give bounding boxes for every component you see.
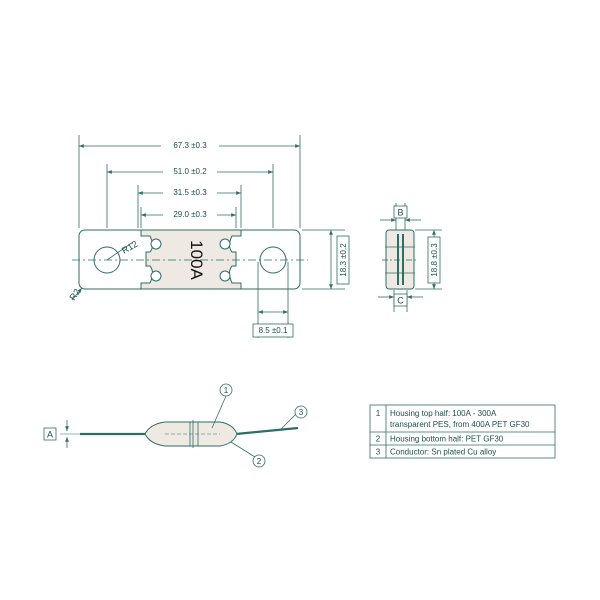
legend-table bbox=[369, 404, 556, 459]
rivet-hole bbox=[219, 270, 231, 282]
callout-1 bbox=[219, 383, 233, 397]
callout-3 bbox=[294, 405, 308, 419]
rivet-hole bbox=[150, 238, 162, 250]
legend-row-3-text: Conductor: Sn plated Cu alloy bbox=[390, 448, 496, 457]
profile-view bbox=[60, 395, 299, 458]
fuse-rating-text: 100A bbox=[187, 240, 206, 280]
dim-51-0: 51.0 ±0.2 bbox=[173, 167, 207, 176]
r12-leader bbox=[106, 241, 134, 261]
label-b: B bbox=[397, 208, 403, 218]
r2-leader bbox=[71, 287, 83, 301]
r2-label: R2 bbox=[67, 287, 82, 302]
dim-29-0: 29.0 ±0.3 bbox=[173, 210, 207, 219]
housing-body bbox=[140, 229, 242, 290]
legend-row-2-num: 2 bbox=[376, 435, 381, 444]
label-c: C bbox=[397, 296, 404, 306]
legend-row-1-line-1: Housing top half: 100A - 300A bbox=[390, 409, 497, 418]
legend-row-3-num: 3 bbox=[376, 448, 381, 457]
legend-row-2-text: Housing bottom half: PET GF30 bbox=[390, 435, 504, 444]
rivet-hole bbox=[219, 238, 231, 250]
callout-2-num: 2 bbox=[257, 457, 262, 466]
legend-row-1-num: 1 bbox=[376, 409, 381, 418]
dim-18-3: 18.3 ±0.2 bbox=[339, 243, 348, 277]
dim-31-5: 31.5 ±0.3 bbox=[173, 188, 207, 197]
top-view bbox=[71, 229, 308, 301]
rivet-hole bbox=[150, 270, 162, 282]
dim-67-3: 67.3 ±0.3 bbox=[173, 141, 207, 150]
label-b-box bbox=[393, 205, 408, 219]
dim-8-5: 8.5 ±0.1 bbox=[259, 326, 288, 335]
legend-row-1-line-2: transparent PES, from 400A PET GF30 bbox=[390, 420, 530, 429]
callout-2 bbox=[252, 454, 266, 468]
label-c-box bbox=[393, 293, 408, 307]
label-a: A bbox=[47, 430, 53, 440]
callout-3-num: 3 bbox=[299, 408, 304, 417]
callout-1-num: 1 bbox=[224, 386, 229, 395]
side-view bbox=[378, 203, 442, 312]
dim-18-8: 18.8 ±0.3 bbox=[430, 243, 439, 277]
label-a-box bbox=[43, 427, 57, 441]
top-dimensions bbox=[78, 135, 345, 338]
